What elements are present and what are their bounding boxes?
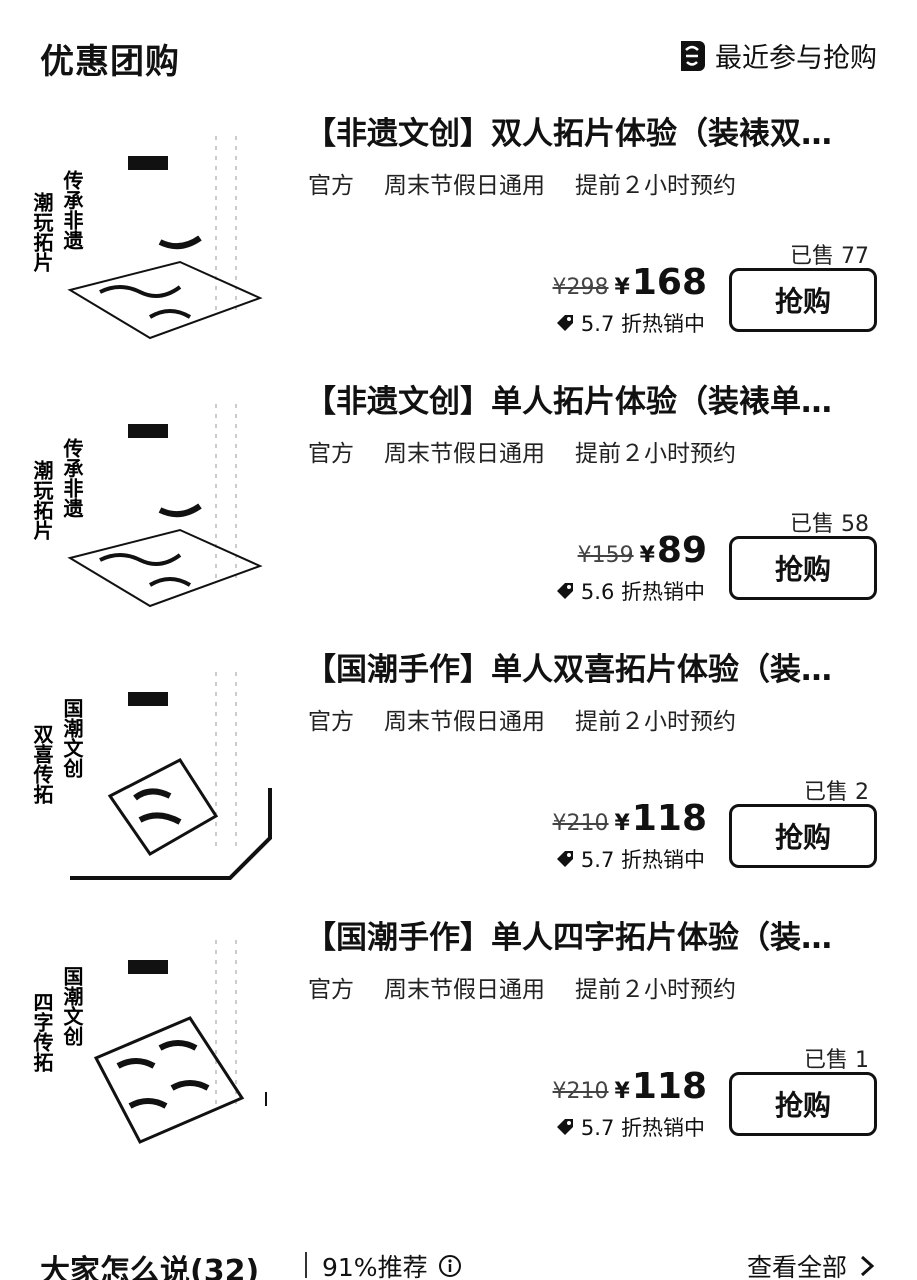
price-row: ¥159 ¥ 89: [578, 530, 707, 571]
sold-count: 已售 58: [790, 512, 869, 537]
page-title: 优惠团购: [40, 42, 180, 82]
sale-price: 89: [656, 530, 707, 571]
tag-weekend: 周末节假日通用: [384, 441, 545, 467]
rubbing-product-image: 国潮文创 四字传拓: [30, 916, 280, 1152]
reviews-title: 大家怎么说(32): [40, 1254, 260, 1280]
buy-button[interactable]: 抢购: [729, 268, 877, 332]
discount-text: 5.7 折热销中: [580, 1116, 705, 1140]
price-row: ¥210 ¥ 118: [553, 1066, 707, 1107]
discount-badge: 5.6 折热销中: [555, 576, 705, 606]
tag-official: 官方: [308, 709, 354, 735]
deal-thumbnail[interactable]: 国潮文创 双喜传拓: [30, 648, 280, 884]
sold-count: 已售 2: [804, 780, 869, 805]
thumb-text-1: 传承非遗: [60, 170, 84, 251]
deal-item[interactable]: 传承非遗 潮玩拓片 【非遗文创】单人拓片体验（装裱单… 官方 周末节假日通用 提…: [0, 380, 917, 648]
sold-count: 已售 77: [790, 244, 869, 269]
deal-tags: 官方 周末节假日通用 提前２小时预约: [308, 702, 766, 736]
deal-item[interactable]: 国潮文创 四字传拓 【国潮手作】单人四字拓片体验（装… 官方 周末节假日通用 提…: [0, 916, 917, 1184]
view-all-label: 查看全部: [746, 1253, 847, 1280]
recommend-text: 91%推荐: [322, 1253, 428, 1280]
rubbing-product-image: 传承非遗 潮玩拓片: [30, 112, 280, 348]
original-price: ¥210: [552, 811, 609, 836]
discount-text: 5.7 折热销中: [580, 848, 705, 872]
tag-reserve: 提前２小时预约: [575, 977, 736, 1003]
currency-symbol: ¥: [639, 543, 655, 568]
thumb-text-1: 国潮文创: [60, 698, 84, 778]
currency-symbol: ¥: [614, 275, 630, 300]
view-all-link[interactable]: 查看全部: [747, 1248, 877, 1280]
currency-symbol: ¥: [614, 1079, 630, 1104]
tag-official: 官方: [308, 977, 354, 1003]
buy-button[interactable]: 抢购: [729, 804, 877, 868]
price-tag-icon: [556, 851, 573, 867]
thumb-text-1: 国潮文创: [60, 966, 84, 1046]
header: 优惠团购 最近参与抢购: [0, 0, 917, 100]
buy-button[interactable]: 抢购: [729, 1072, 877, 1136]
tag-weekend: 周末节假日通用: [384, 709, 545, 735]
thumb-text-2: 潮玩拓片: [30, 192, 54, 273]
discount-badge: 5.7 折热销中: [555, 308, 705, 338]
deal-item[interactable]: 传承非遗 潮玩拓片 【非遗文创】双人拓片体验（装裱双… 官方 周末节假日通用 提…: [0, 112, 917, 380]
sold-count: 已售 1: [804, 1048, 869, 1073]
rubbing-product-image: 国潮文创 双喜传拓: [30, 648, 280, 884]
discount-badge: 5.7 折热销中: [555, 844, 705, 874]
tag-weekend: 周末节假日通用: [384, 173, 545, 199]
deal-title[interactable]: 【非遗文创】双人拓片体验（装裱双…: [305, 116, 832, 152]
deal-thumbnail[interactable]: 国潮文创 四字传拓: [30, 916, 280, 1152]
tag-reserve: 提前２小时预约: [575, 441, 736, 467]
thumb-text-2: 四字传拓: [30, 992, 54, 1073]
tag-weekend: 周末节假日通用: [384, 977, 545, 1003]
currency-symbol: ¥: [614, 811, 630, 836]
thumb-text-2: 潮玩拓片: [30, 460, 54, 541]
original-price: ¥159: [577, 543, 634, 568]
tag-official: 官方: [308, 173, 354, 199]
price-tag-icon: [556, 315, 573, 331]
reviews-section: 大家怎么说(32) 91%推荐 查看全部: [0, 1240, 917, 1280]
rubbing-product-image: 传承非遗 潮玩拓片: [30, 380, 280, 616]
deal-item[interactable]: 国潮文创 双喜传拓 【国潮手作】单人双喜拓片体验（装… 官方 周末节假日通用 提…: [0, 648, 917, 916]
deal-thumbnail[interactable]: 传承非遗 潮玩拓片: [30, 112, 280, 348]
deal-tags: 官方 周末节假日通用 提前２小时预约: [308, 434, 766, 468]
recent-purchases-link[interactable]: 最近参与抢购: [677, 36, 877, 75]
deal-title[interactable]: 【国潮手作】单人四字拓片体验（装…: [305, 920, 832, 956]
recommend-rate[interactable]: 91%推荐: [322, 1248, 462, 1280]
tag-reserve: 提前２小时预约: [575, 709, 736, 735]
deal-tags: 官方 周末节假日通用 提前２小时预约: [308, 970, 766, 1004]
deal-thumbnail[interactable]: 传承非遗 潮玩拓片: [30, 380, 280, 616]
deal-title[interactable]: 【非遗文创】单人拓片体验（装裱单…: [305, 384, 832, 420]
deal-tags: 官方 周末节假日通用 提前２小时预约: [308, 166, 766, 200]
price-row: ¥210 ¥ 118: [553, 798, 707, 839]
tag-reserve: 提前２小时预约: [575, 173, 736, 199]
discount-badge: 5.7 折热销中: [555, 1112, 705, 1142]
info-icon[interactable]: [438, 1254, 462, 1278]
coupon-icon: [681, 40, 705, 71]
sale-price: 118: [631, 1066, 707, 1107]
thumb-text-1: 传承非遗: [60, 438, 84, 519]
discount-text: 5.7 折热销中: [580, 312, 705, 336]
original-price: ¥210: [552, 1079, 609, 1104]
price-row: ¥298 ¥ 168: [553, 262, 707, 303]
price-tag-icon: [556, 1119, 573, 1135]
divider: [305, 1252, 307, 1278]
thumb-text-2: 双喜传拓: [30, 724, 54, 805]
sale-price: 118: [631, 798, 707, 839]
chevron-right-icon: [860, 1255, 875, 1277]
price-tag-icon: [556, 583, 573, 599]
deal-title[interactable]: 【国潮手作】单人双喜拓片体验（装…: [305, 652, 832, 688]
buy-button[interactable]: 抢购: [729, 536, 877, 600]
tag-official: 官方: [308, 441, 354, 467]
recent-purchases-label: 最近参与抢购: [715, 43, 877, 74]
discount-text: 5.6 折热销中: [580, 580, 705, 604]
original-price: ¥298: [552, 275, 609, 300]
sale-price: 168: [631, 262, 707, 303]
